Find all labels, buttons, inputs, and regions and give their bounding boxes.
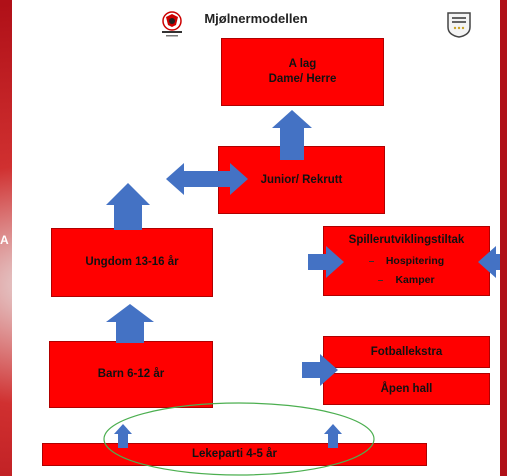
box-lekeparti-label: Lekeparti 4-5 år xyxy=(191,448,277,460)
box-barn-label: Barn 6-12 år xyxy=(97,368,165,380)
box-fotballekstra: Fotballekstra xyxy=(323,336,490,368)
box-lekeparti: Lekeparti 4-5 år xyxy=(42,443,427,466)
list-item: Kamper xyxy=(378,273,435,288)
arrow-up-lekeparti-left xyxy=(114,424,132,448)
connector-overlay xyxy=(103,110,500,476)
item-hospitering: Hospitering xyxy=(385,255,445,267)
box-a-lag: A lag Dame/ Herre xyxy=(221,38,384,106)
box-a-lag-line1: A lag xyxy=(288,58,317,70)
arrow-left-into-spillerutvikling xyxy=(478,246,500,278)
box-ungdom: Ungdom 13-16 år xyxy=(51,228,213,297)
box-aapen-hall-label: Åpen hall xyxy=(380,382,433,395)
dash-icon xyxy=(378,280,384,281)
arrow-double-ungdom-junior xyxy=(166,163,248,195)
item-kamper: Kamper xyxy=(395,274,435,286)
box-ungdom-label: Ungdom 13-16 år xyxy=(85,256,179,268)
box-spillerutvikling: Spillerutviklingstiltak Hospitering Kamp… xyxy=(323,226,490,296)
box-aapen-hall: Åpen hall xyxy=(323,373,490,405)
arrow-up-lekeparti-right xyxy=(324,424,342,448)
diagram-slide: Mjølnermodellen A lag Dame/ Herre Junior… xyxy=(12,0,500,476)
box-fotballekstra-label: Fotballekstra xyxy=(370,345,443,358)
arrow-up-junior-alag xyxy=(272,110,312,160)
highlight-ellipse xyxy=(103,402,375,476)
page-title: Mjølnermodellen xyxy=(204,11,308,26)
club-crest-icon xyxy=(162,11,182,37)
shield-badge-icon xyxy=(447,12,471,38)
arrow-up-barn-ungdom xyxy=(106,304,154,343)
arrow-right-into-spillerutvikling xyxy=(308,246,344,278)
box-barn: Barn 6-12 år xyxy=(49,341,213,408)
list-item: Hospitering xyxy=(368,254,445,269)
arrow-right-into-fotballekstra xyxy=(302,354,338,386)
edge-letter: A xyxy=(0,233,9,247)
box-spillerutvikling-label: Spillerutviklingstiltak xyxy=(348,234,465,246)
dash-icon xyxy=(368,261,374,262)
box-junior-label: Junior/ Rekrutt xyxy=(260,173,343,186)
arrow-up-ungdom xyxy=(106,183,150,230)
box-a-lag-line2: Dame/ Herre xyxy=(268,73,337,85)
